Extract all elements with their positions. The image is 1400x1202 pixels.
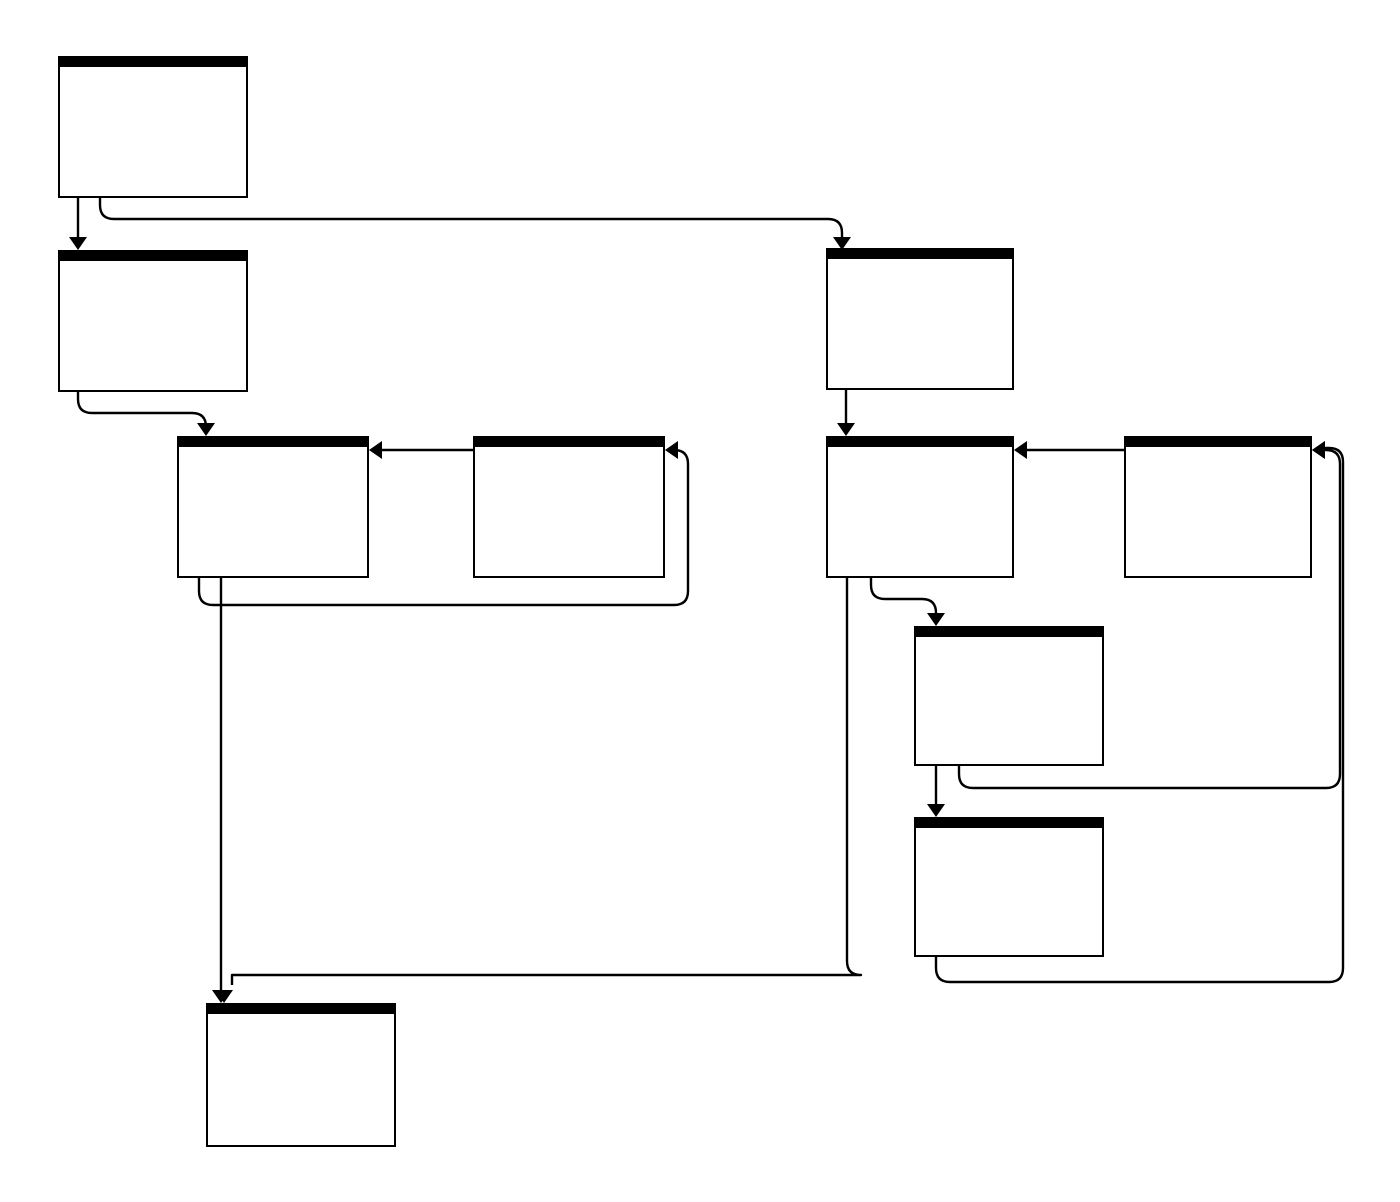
edge-e11 (927, 766, 945, 817)
node-label (475, 447, 663, 576)
node-label (60, 261, 246, 390)
node-header-bar (1126, 436, 1310, 447)
node-n6[interactable] (826, 436, 1014, 578)
node-n8[interactable] (914, 626, 1104, 766)
node-n4[interactable] (473, 436, 665, 578)
node-label (916, 637, 1102, 764)
edge-e10 (215, 578, 863, 1003)
node-n7[interactable] (1124, 436, 1312, 578)
node-header-bar (208, 1003, 394, 1014)
node-header-bar (475, 436, 663, 447)
node-n10[interactable] (206, 1003, 396, 1147)
node-header-bar (916, 817, 1102, 828)
node-label (916, 828, 1102, 955)
node-n2[interactable] (58, 250, 248, 392)
node-header-bar (179, 436, 367, 447)
node-n9[interactable] (914, 817, 1104, 957)
edge-e9 (869, 578, 945, 626)
node-header-bar (828, 248, 1012, 259)
node-header-bar (828, 436, 1012, 447)
node-label (208, 1014, 394, 1145)
node-label (828, 259, 1012, 388)
node-label (1126, 447, 1310, 576)
edge-arrowhead (1312, 441, 1325, 459)
node-label (828, 447, 1012, 576)
node-label (60, 67, 246, 196)
edge-e13 (934, 441, 1345, 984)
edge-e7 (837, 390, 855, 436)
edge-e6 (212, 578, 230, 1003)
node-header-bar (60, 250, 246, 261)
edge-e5 (197, 441, 690, 607)
edge-arrowhead (665, 441, 678, 459)
edge-e2 (98, 198, 851, 250)
edge-arrowhead (215, 990, 233, 1003)
node-label (179, 447, 367, 576)
edge-e8 (1014, 441, 1124, 459)
edge-arrowhead (197, 423, 215, 436)
node-n3[interactable] (177, 436, 369, 578)
edge-arrowhead (927, 613, 945, 626)
node-header-bar (60, 56, 246, 67)
node-n5[interactable] (826, 248, 1014, 390)
edge-arrowhead (369, 441, 382, 459)
edge-arrowhead (833, 237, 851, 250)
edge-e4 (369, 441, 473, 459)
edge-e1 (69, 198, 87, 250)
edge-arrowhead (69, 237, 87, 250)
node-n1[interactable] (58, 56, 248, 198)
edge-arrowhead (927, 804, 945, 817)
edge-arrowhead (837, 423, 855, 436)
node-header-bar (916, 626, 1102, 637)
edge-e3 (76, 392, 215, 436)
edge-arrowhead (1014, 441, 1027, 459)
